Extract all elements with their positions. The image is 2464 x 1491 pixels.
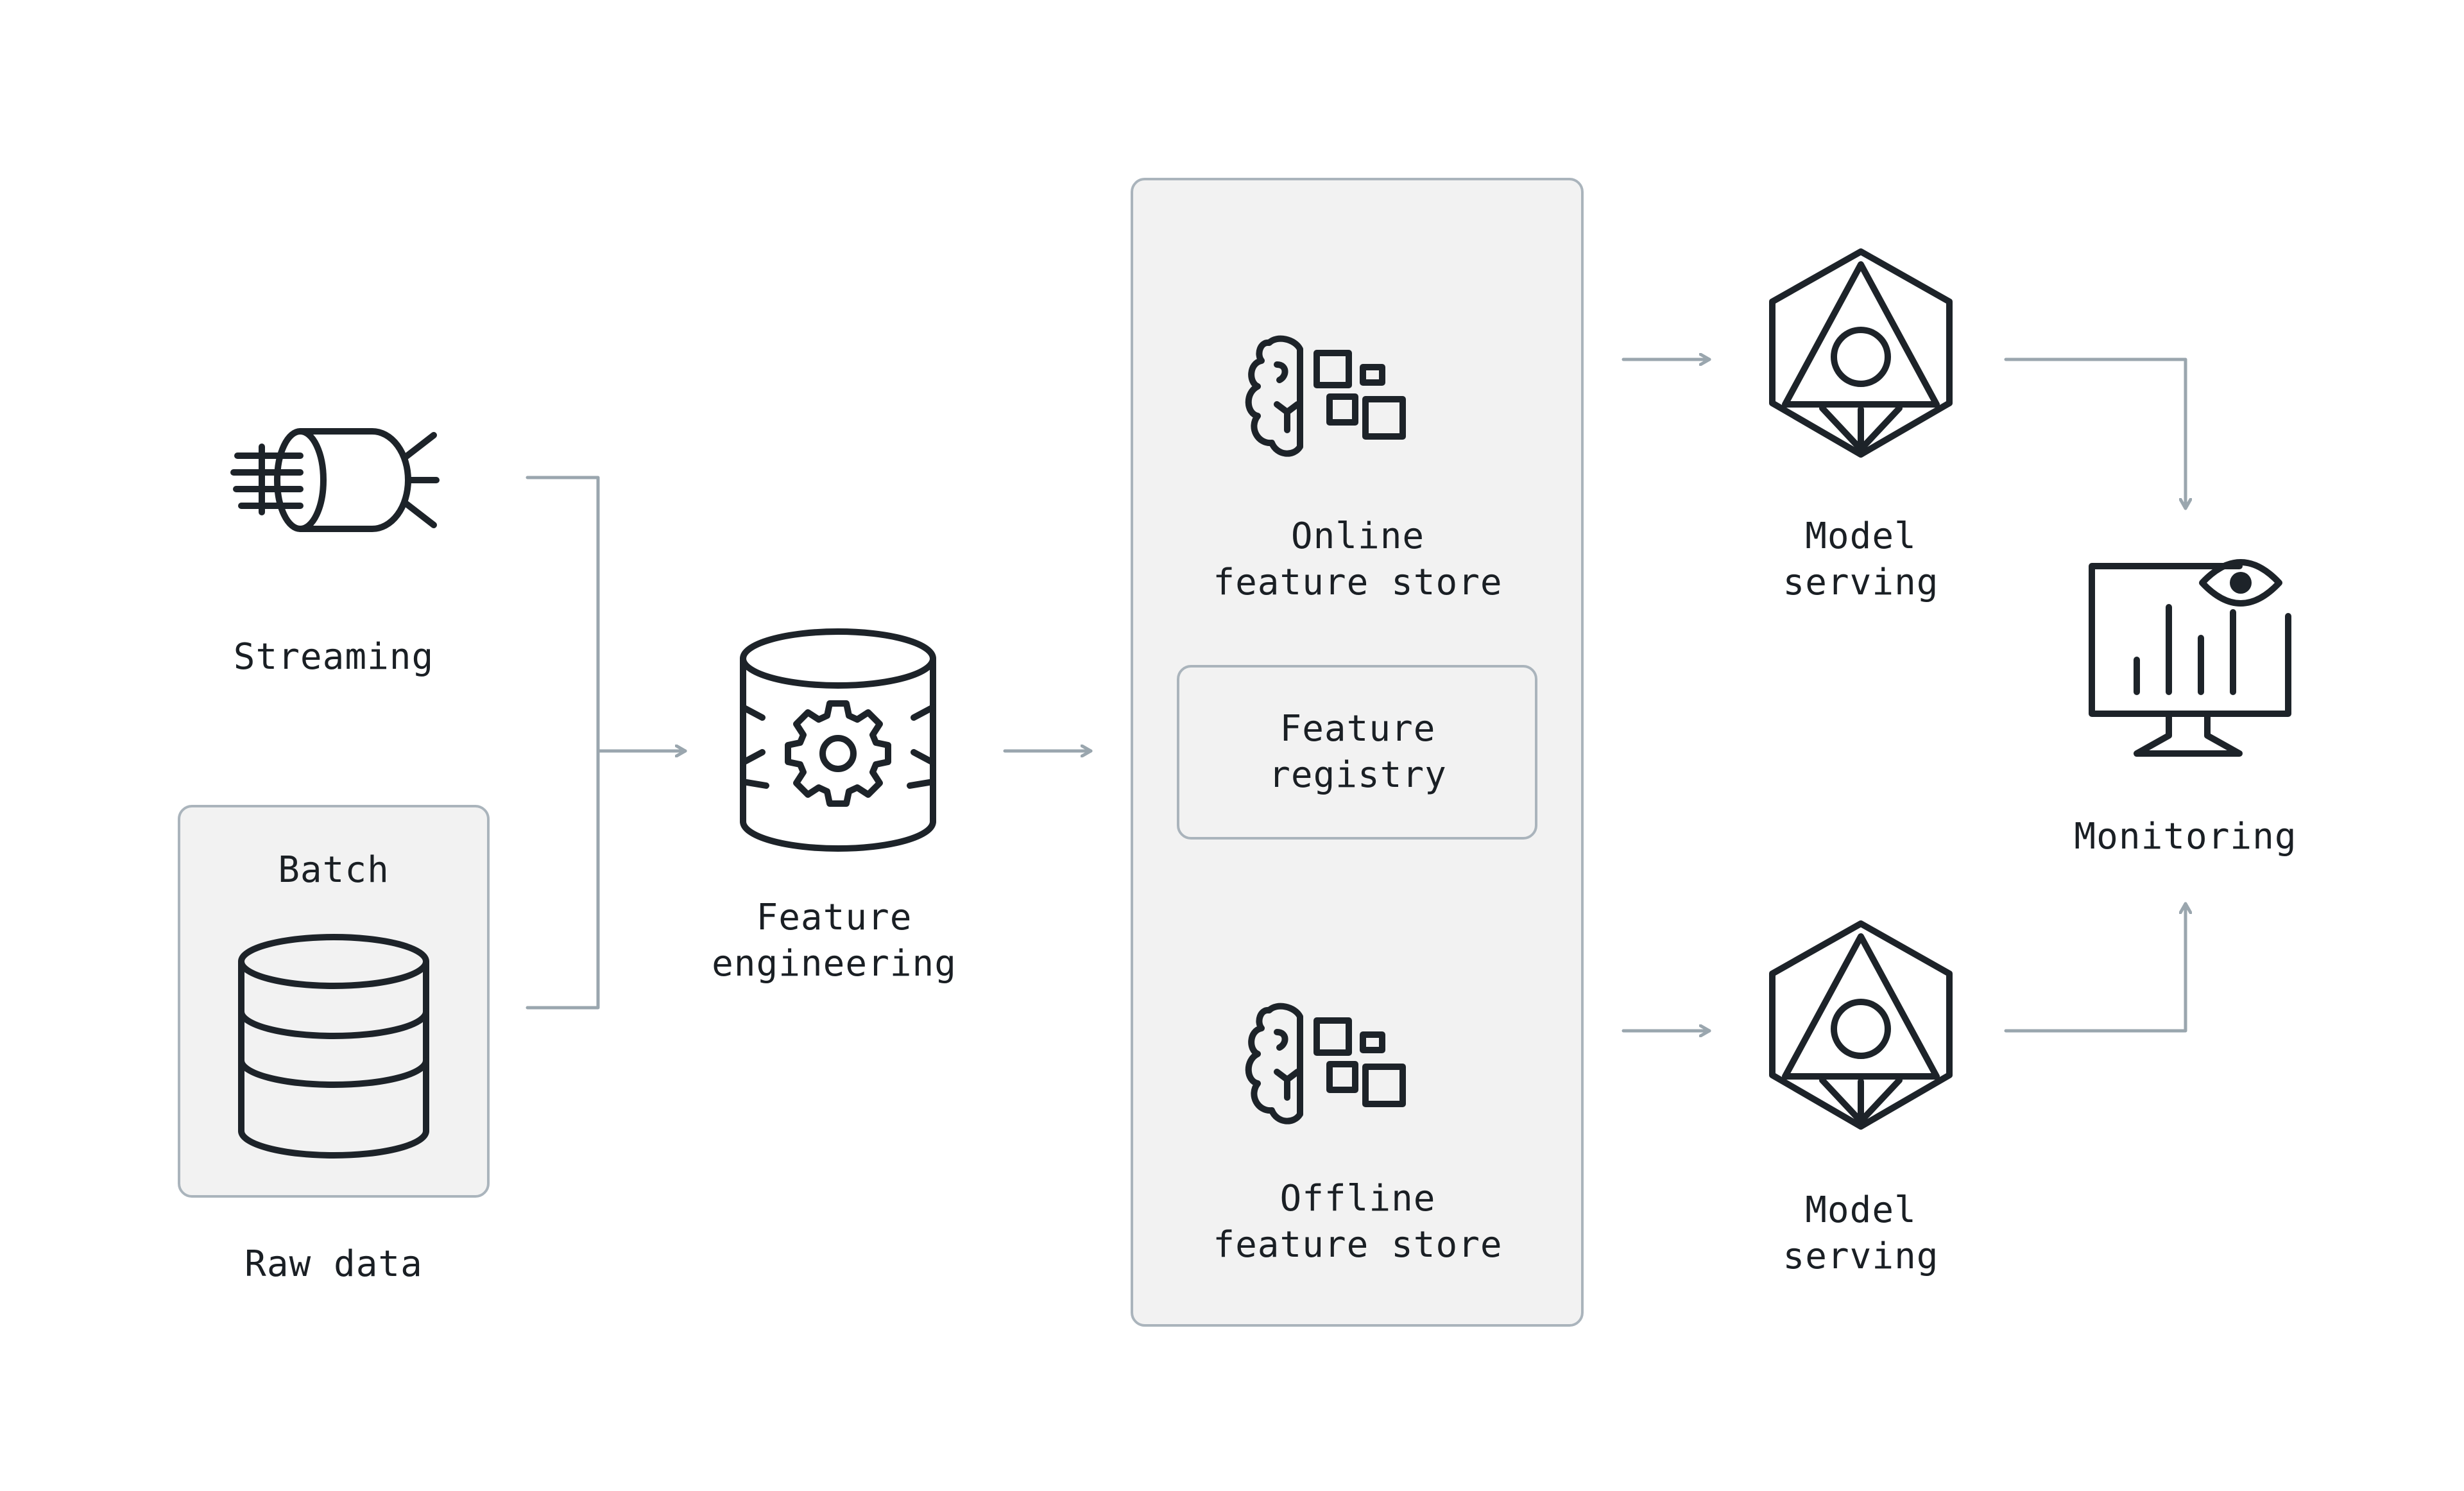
feature-registry-box: [1177, 665, 1537, 840]
batch-label: Batch: [278, 849, 389, 891]
batch-container: [178, 805, 490, 1198]
arrow-serving-to-monitoring-bottom: [2004, 902, 2186, 1033]
database-icon: [238, 934, 429, 1159]
offline-feature-store-label-line2: feature store: [1213, 1224, 1503, 1266]
raw-data-label: Raw data: [244, 1243, 423, 1285]
feature-engineering-label: Feature engineering: [712, 895, 957, 987]
online-feature-store-label: Online feature store: [1213, 513, 1502, 606]
offline-feature-store-label-line1: Offline: [1279, 1178, 1436, 1220]
feature-registry-label-line1: Feature: [1279, 708, 1436, 750]
online-feature-store-label-line1: Online: [1290, 515, 1425, 557]
model-serving-icon: [1772, 924, 1949, 1126]
feature-engineering-label-line2: engineering: [712, 943, 957, 985]
model-serving-top-label-line1: Model: [1805, 515, 1917, 557]
brain-blocks-icon: [1249, 1006, 1403, 1121]
monitoring-label: Monitoring: [2074, 816, 2297, 858]
model-serving-top-label: Model serving: [1783, 513, 1938, 606]
feature-registry-label: Feature registry: [1269, 706, 1447, 798]
online-feature-store-label-line2: feature store: [1213, 562, 1503, 603]
feature-engineering-label-line1: Feature: [756, 897, 912, 938]
arrow-serving-to-monitoring-top: [2004, 358, 2186, 510]
streaming-connector: [526, 476, 600, 1010]
connectors: [526, 358, 2186, 1033]
streaming-icon: [230, 428, 440, 532]
model-serving-top-label-line2: serving: [1783, 562, 1939, 603]
feature-registry-label-line2: registry: [1269, 754, 1447, 796]
brain-blocks-icon: [1249, 339, 1403, 454]
model-serving-icon: [1772, 252, 1949, 454]
streaming-label: Streaming: [233, 636, 434, 678]
offline-feature-store-label: Offline feature store: [1213, 1176, 1502, 1268]
model-serving-bottom-label: Model serving: [1783, 1187, 1938, 1280]
database-gear-icon: [740, 628, 936, 852]
model-serving-bottom-label-line2: serving: [1783, 1236, 1939, 1277]
model-serving-bottom-label-line1: Model: [1805, 1189, 1917, 1231]
monitor-eye-icon: [2089, 559, 2291, 757]
